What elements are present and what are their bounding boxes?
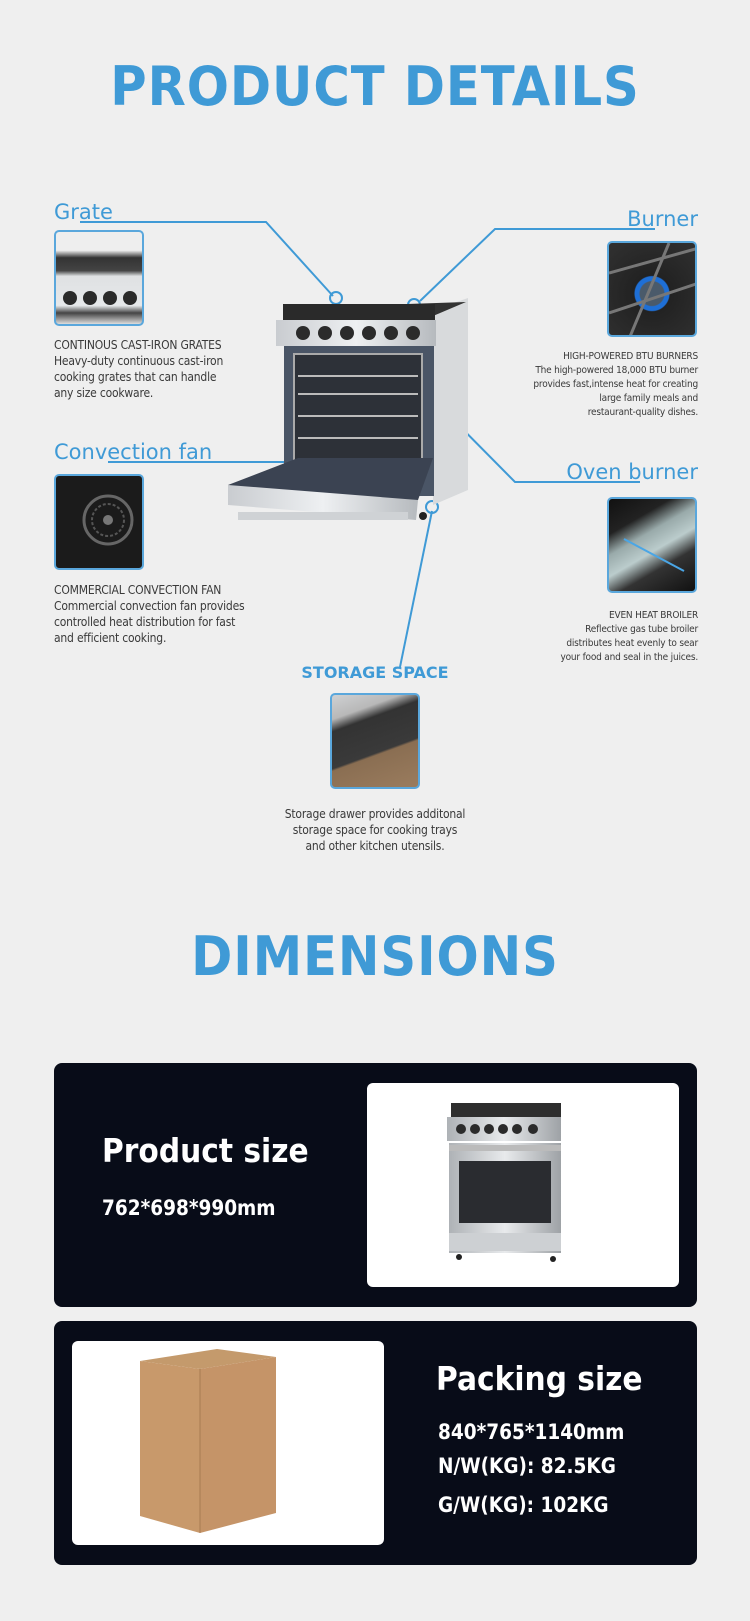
storage-thumbnail <box>330 693 420 789</box>
burner-description: HIGH-POWERED BTU BURNERS The high-powere… <box>438 350 698 420</box>
storage-description: Storage drawer provides additonal storag… <box>284 807 466 853</box>
grate-label: Grate <box>54 200 113 224</box>
oven-burner-thumbnail <box>607 497 697 593</box>
convection-fan-thumbnail <box>54 474 144 570</box>
packing-size-card: Packing size 840*765*1140mm N/W(KG): 82.… <box>54 1321 697 1565</box>
grate-thumbnail <box>54 230 144 326</box>
storage-label: STORAGE SPACE <box>301 663 449 682</box>
oven-main-image <box>228 290 478 560</box>
convection-fan-heading: COMMERCIAL CONVECTION FAN <box>54 583 222 597</box>
product-size-card: Product size 762*698*990mm <box>54 1063 697 1307</box>
convection-fan-label: Convection fan <box>54 440 213 464</box>
product-size-value: 762*698*990mm <box>102 1196 276 1220</box>
product-size-label: Product size <box>102 1131 309 1170</box>
burner-thumbnail <box>607 241 697 337</box>
packing-size-label: Packing size <box>436 1359 643 1398</box>
burner-label: Burner <box>627 207 698 231</box>
oven-burner-description: EVEN HEAT BROILER Reflective gas tube br… <box>458 609 698 665</box>
convection-fan-description: COMMERCIAL CONVECTION FAN Commercial con… <box>54 582 294 646</box>
product-details-title: PRODUCT DETAILS <box>110 55 640 118</box>
product-size-image <box>367 1083 679 1287</box>
packing-size-value: 840*765*1140mm <box>438 1420 625 1444</box>
grate-heading: CONTINOUS CAST-IRON GRATES <box>54 338 222 352</box>
packing-box-image <box>72 1341 384 1545</box>
gross-weight: G/W(KG): 102KG <box>438 1493 609 1517</box>
oven-burner-heading: EVEN HEAT BROILER <box>609 610 698 621</box>
grate-description: CONTINOUS CAST-IRON GRATES Heavy-duty co… <box>54 337 274 401</box>
burner-heading: HIGH-POWERED BTU BURNERS <box>563 351 698 362</box>
net-weight: N/W(KG): 82.5KG <box>438 1454 616 1478</box>
oven-burner-label: Oven burner <box>566 460 698 484</box>
dimensions-title: DIMENSIONS <box>191 925 559 988</box>
